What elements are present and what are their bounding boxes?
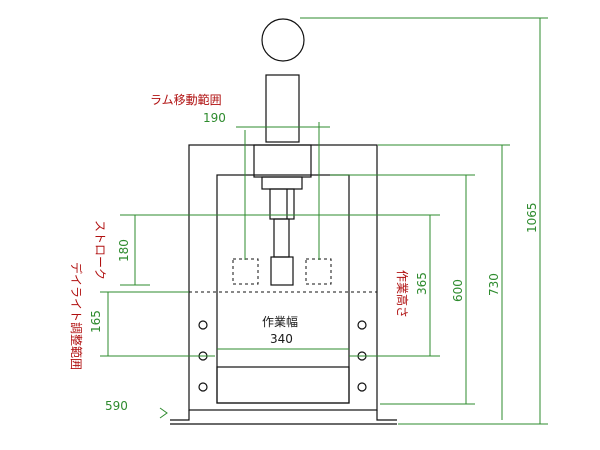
work-width-value: 340 — [270, 332, 293, 346]
press-frame — [170, 18, 397, 425]
daylight-adjust-label: デイライト調整範囲 — [69, 262, 84, 370]
hole — [357, 382, 367, 392]
ram-head — [253, 144, 312, 178]
ram-tip — [270, 256, 294, 286]
hole — [198, 320, 208, 330]
base-width-value: 590 — [105, 399, 128, 413]
ghost-right — [305, 258, 332, 285]
height-600-value: 600 — [451, 279, 465, 302]
stroke-label-group: ストローク 180 — [93, 220, 131, 280]
ram-shaft — [273, 218, 290, 258]
foot-right — [376, 410, 397, 421]
dimension-lines — [100, 17, 548, 425]
ram-range-label: ラム移動範囲 — [150, 92, 222, 107]
ghost-left — [232, 258, 259, 285]
handwheel — [261, 18, 305, 62]
hole — [198, 382, 208, 392]
stroke-label: ストローク — [93, 220, 107, 280]
daylight-adjust-value: 165 — [89, 310, 103, 333]
bed-plate — [216, 366, 350, 404]
height-730-value: 730 — [487, 273, 501, 296]
inner-window — [216, 174, 350, 404]
foot-left — [170, 410, 190, 421]
work-width-label: 作業幅 — [262, 314, 298, 329]
height-1065-value: 1065 — [525, 202, 539, 233]
ram-range-value: 190 — [203, 111, 226, 125]
cylinder — [265, 74, 300, 143]
work-height-value: 365 — [415, 272, 429, 295]
work-height-label: 作業高さ — [395, 270, 410, 318]
hole — [357, 320, 367, 330]
ram-block — [261, 176, 303, 190]
stroke-value: 180 — [117, 239, 131, 262]
